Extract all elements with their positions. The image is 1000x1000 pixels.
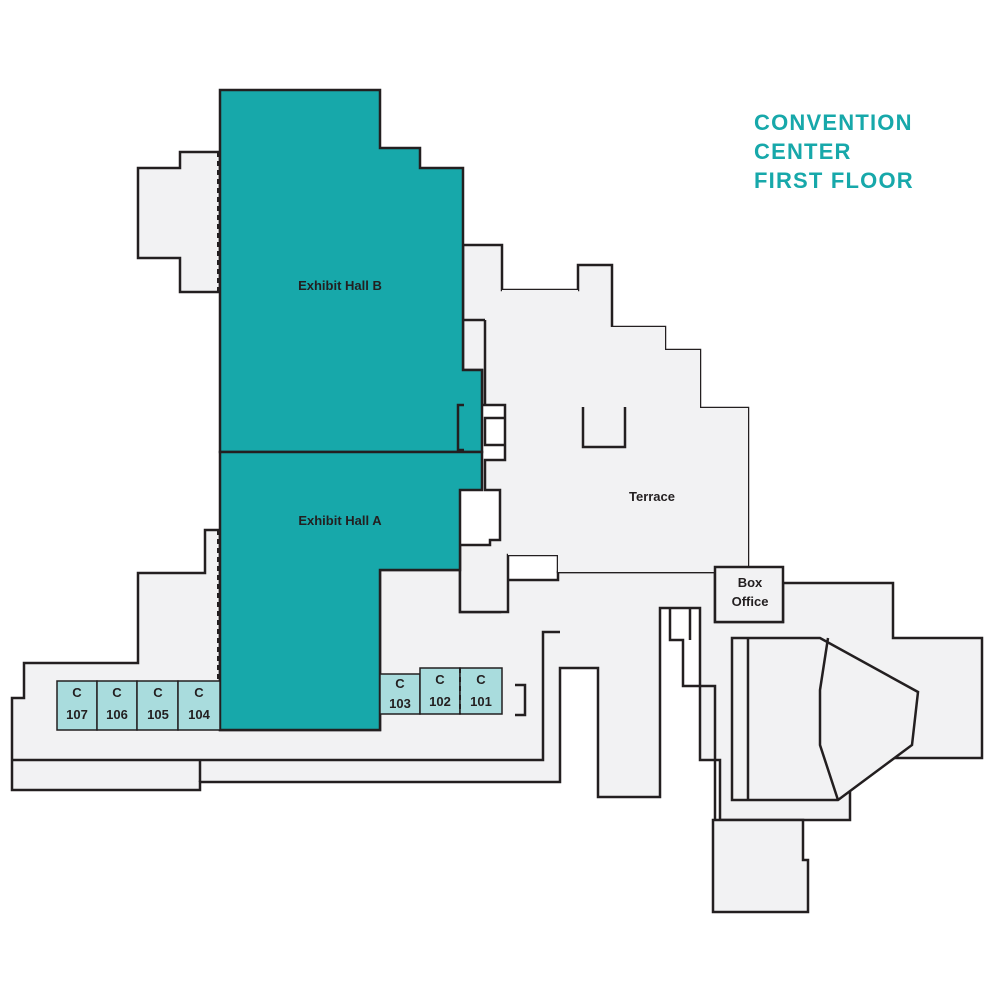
room-c107-number: 107 xyxy=(66,707,88,722)
room-c105-prefix: C xyxy=(153,685,163,700)
auditorium-stage-edge xyxy=(818,637,840,801)
room-101-door xyxy=(515,683,527,717)
room-c104-prefix: C xyxy=(194,685,204,700)
room-c102-prefix: C xyxy=(435,672,445,687)
exhibit-hall-a-area xyxy=(218,450,484,732)
room-c103-number: 103 xyxy=(389,696,411,711)
map-title-line-2: CENTER xyxy=(754,139,852,164)
south-corridor-wall xyxy=(12,630,560,762)
room-c101-number: 101 xyxy=(470,694,492,709)
exhibit-hall-b-label: Exhibit Hall B xyxy=(298,278,382,293)
meeting-room-labels: C 107 C 106 C 105 C 104 C 103 C 102 C 10… xyxy=(66,672,492,722)
box-office-label-line-2: Office xyxy=(732,594,769,609)
room-c102-number: 102 xyxy=(429,694,451,709)
terrace-niche-wall xyxy=(581,407,627,449)
meeting-room-c105[interactable] xyxy=(136,680,179,731)
room-c105-number: 105 xyxy=(147,707,169,722)
room-c106-number: 106 xyxy=(106,707,128,722)
map-title-line-3: FIRST FLOOR xyxy=(754,168,914,193)
room-c107-prefix: C xyxy=(72,685,82,700)
west-wing-area xyxy=(136,150,222,294)
map-title: CONVENTION CENTER FIRST FLOOR xyxy=(754,108,984,195)
meeting-room-c103[interactable] xyxy=(379,673,421,715)
room-c103-prefix: C xyxy=(395,676,405,691)
box-office-room xyxy=(713,565,785,624)
terrace-label: Terrace xyxy=(629,489,675,504)
meeting-room-c101[interactable] xyxy=(459,667,503,715)
exhibit-hall-a-label: Exhibit Hall A xyxy=(298,513,382,528)
meeting-room-c104[interactable] xyxy=(177,680,221,731)
corridor-notch xyxy=(483,416,505,447)
room-c104-number: 104 xyxy=(188,707,210,722)
auditorium-area xyxy=(730,636,920,802)
box-office-label-line-1: Box xyxy=(738,575,763,590)
southeast-lobby-area xyxy=(711,818,810,914)
exhibit-hall-b-area xyxy=(218,88,484,454)
map-title-line-1: CONVENTION xyxy=(754,110,913,135)
meeting-room-c106[interactable] xyxy=(96,680,138,731)
room-c106-prefix: C xyxy=(112,685,122,700)
meeting-room-c107[interactable] xyxy=(56,680,98,731)
room-c101-prefix: C xyxy=(476,672,486,687)
hall-east-door xyxy=(456,403,464,452)
service-corridor-wall xyxy=(668,608,717,820)
